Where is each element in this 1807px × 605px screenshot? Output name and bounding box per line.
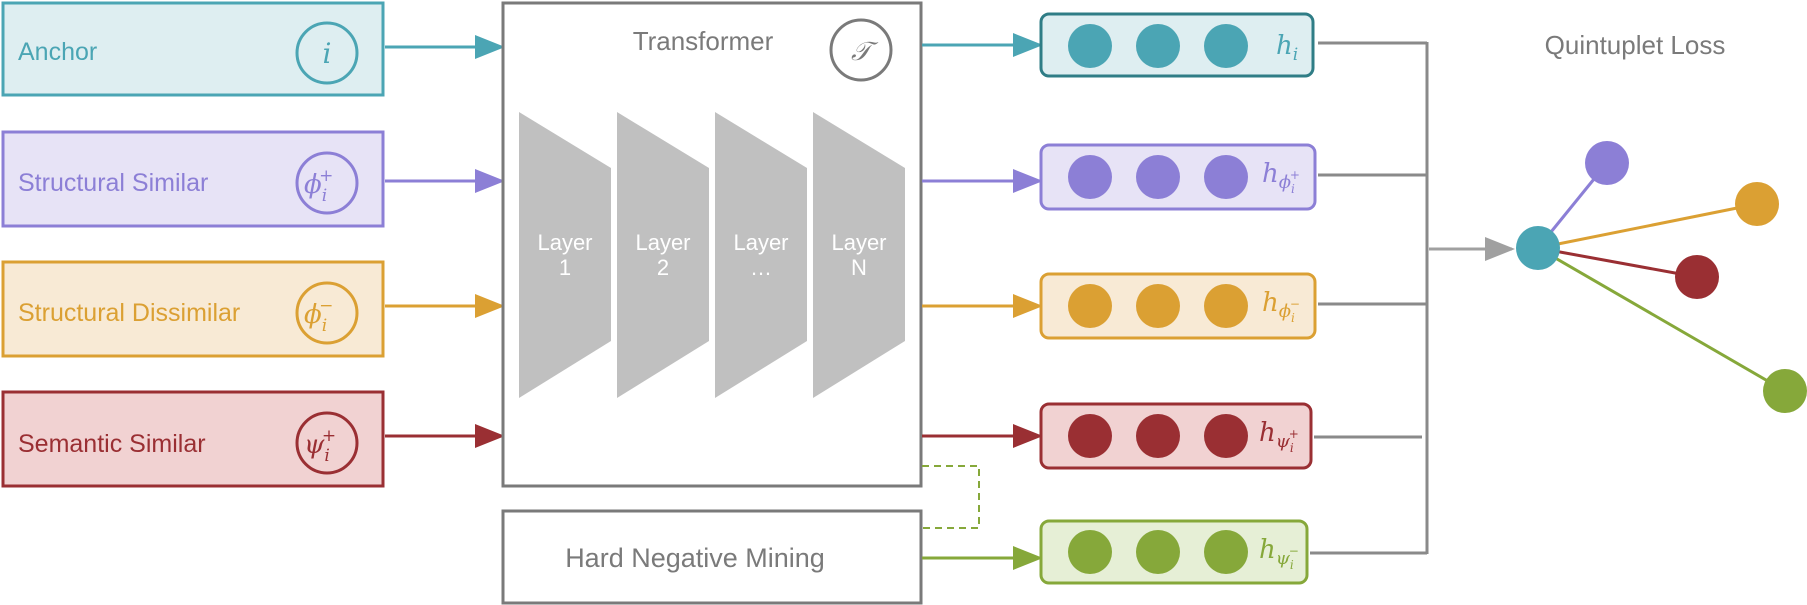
embedding-dot [1136, 155, 1180, 199]
embedding-dot [1204, 414, 1248, 458]
loss-node-structural-similar [1585, 141, 1629, 185]
input-anchor: Anchor i [1, 1, 385, 97]
embedding-structural-dissimilar: hϕi− [1039, 272, 1317, 340]
svg-text:Layer: Layer [733, 230, 788, 255]
loss-node-semantic-similar [1675, 255, 1719, 299]
quintuplet-loss-title: Quintuplet Loss [1545, 30, 1726, 60]
input-anchor-label: Anchor [18, 38, 97, 66]
embedding-semantic-dissimilar-symbol: hψi− [1259, 535, 1299, 572]
svg-text:Layer: Layer [635, 230, 690, 255]
embedding-dot [1204, 530, 1248, 574]
input-semantic-similar: Semantic Similar ψi+ [1, 390, 385, 488]
semantic-similar-symbol: ψi+ [304, 426, 336, 466]
structural-similar-symbol: ϕi+ [304, 166, 333, 206]
input-structural-similar-label: Structural Similar [18, 169, 208, 197]
embedding-semantic-similar-symbol: hψi+ [1259, 418, 1299, 455]
embedding-semantic-dissimilar: hψi− [1039, 519, 1309, 585]
loss-node-anchor [1516, 226, 1560, 270]
embedding-dot [1136, 414, 1180, 458]
svg-text:N: N [851, 255, 867, 280]
embedding-semantic-similar: hψi+ [1039, 402, 1313, 470]
embedding-anchor-symbol: hi [1276, 31, 1298, 65]
svg-text:1: 1 [559, 255, 571, 280]
transformer-layer-2: Layer 2 [617, 112, 709, 398]
quintuplet-loss-graph [1516, 141, 1807, 413]
embedding-dot [1068, 284, 1112, 328]
anchor-symbol-circle [295, 21, 359, 85]
embedding-dot [1068, 155, 1112, 199]
input-structural-similar: Structural Similar ϕi+ [1, 130, 385, 228]
transformer-symbol-circle [829, 18, 893, 82]
structural-similar-symbol-circle [295, 151, 359, 215]
svg-text:Layer: Layer [831, 230, 886, 255]
embedding-dot [1068, 414, 1112, 458]
transformer-layer-1: Layer 1 [519, 112, 611, 398]
hard-negative-mining-block: Hard Negative Mining [501, 509, 923, 605]
embedding-dot [1136, 24, 1180, 68]
embedding-structural-similar: hϕi+ [1039, 143, 1317, 211]
embedding-anchor: hi [1039, 12, 1315, 78]
transformer-layer-ellipsis: Layer … [715, 112, 807, 398]
embedding-dot [1136, 530, 1180, 574]
embedding-dot [1136, 284, 1180, 328]
transformer-layer-n: Layer N [813, 112, 905, 398]
svg-text:Layer: Layer [537, 230, 592, 255]
transformer-title: Transformer [633, 26, 774, 56]
embedding-dot [1204, 24, 1248, 68]
embedding-structural-dissimilar-symbol: hϕi− [1262, 288, 1300, 325]
input-structural-dissimilar-label: Structural Dissimilar [18, 299, 240, 327]
svg-text:2: 2 [657, 255, 669, 280]
transformer-block: Transformer 𝒯 Layer 1 Layer 2 Layer … La… [501, 1, 923, 488]
loss-node-semantic-dissimilar [1763, 369, 1807, 413]
hard-negative-dashed-link [922, 465, 980, 529]
input-structural-dissimilar: Structural Dissimilar ϕi− [1, 260, 385, 358]
input-semantic-similar-label: Semantic Similar [18, 430, 206, 458]
embedding-dot [1068, 24, 1112, 68]
embedding-dot [1204, 155, 1248, 199]
structural-dissimilar-symbol: ϕi− [304, 296, 333, 336]
embedding-dot [1204, 284, 1248, 328]
embedding-bracket [1310, 41, 1429, 555]
svg-text:…: … [750, 255, 772, 280]
semantic-similar-symbol-circle [295, 411, 359, 475]
embedding-dot [1068, 530, 1112, 574]
structural-dissimilar-symbol-circle [295, 281, 359, 345]
embedding-structural-similar-symbol: hϕi+ [1262, 159, 1300, 196]
anchor-symbol: i [323, 37, 332, 70]
hard-negative-mining-label: Hard Negative Mining [565, 543, 825, 573]
loss-node-structural-dissimilar [1735, 182, 1779, 226]
